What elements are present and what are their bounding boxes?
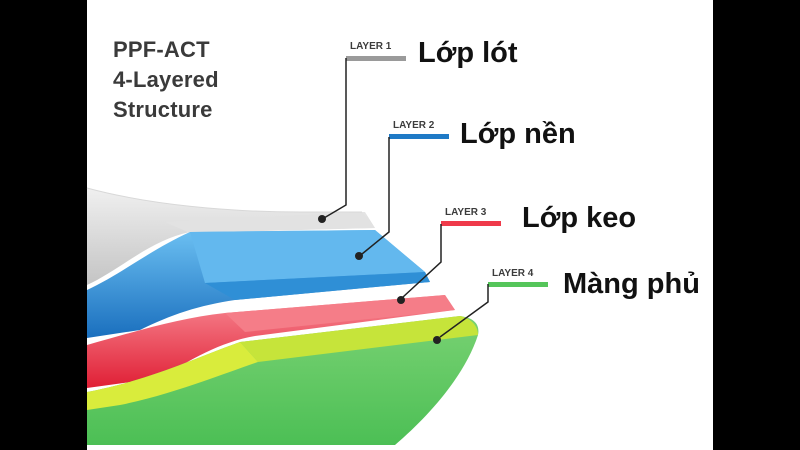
layer-4-callout: LAYER 4 <box>433 268 548 344</box>
layer-3-color-bar <box>441 221 501 226</box>
top-coat-layer-shape <box>87 316 479 445</box>
layer-4-tag: LAYER 4 <box>492 268 534 279</box>
layer-2-pointer-dot <box>355 252 363 260</box>
layer-2-callout: LAYER 2 <box>355 120 449 260</box>
title-line-2: 4-Layered <box>113 67 219 92</box>
layer-4-pointer-dot <box>433 336 441 344</box>
layer-1-name: Lớp lót <box>418 37 518 69</box>
layer-2-tag: LAYER 2 <box>393 120 435 131</box>
right-letterbox-bar <box>713 0 800 450</box>
layer-2-color-bar <box>389 134 449 139</box>
layer-3-name: Lớp keo <box>522 202 637 234</box>
adhesive-layer-shape <box>87 295 455 388</box>
layer-1-tag: LAYER 1 <box>350 41 392 52</box>
layer-3-pointer-dot <box>397 296 405 304</box>
layer-1-callout: LAYER 1 <box>318 41 406 223</box>
layer-4-color-bar <box>488 282 548 287</box>
title-line-3: Structure <box>113 97 213 122</box>
layer-1-color-bar <box>346 56 406 61</box>
layer-3-tag: LAYER 3 <box>445 207 487 218</box>
diagram-title: PPF-ACT 4-Layered Structure <box>113 35 219 125</box>
layer-4-name: Màng phủ <box>563 268 700 300</box>
layer-3-callout: LAYER 3 <box>397 207 501 304</box>
layer-1-pointer-dot <box>318 215 326 223</box>
title-line-1: PPF-ACT <box>113 37 210 62</box>
left-letterbox-bar <box>0 0 87 450</box>
base-layer-shape <box>87 230 430 338</box>
layer-2-name: Lớp nền <box>460 118 576 150</box>
